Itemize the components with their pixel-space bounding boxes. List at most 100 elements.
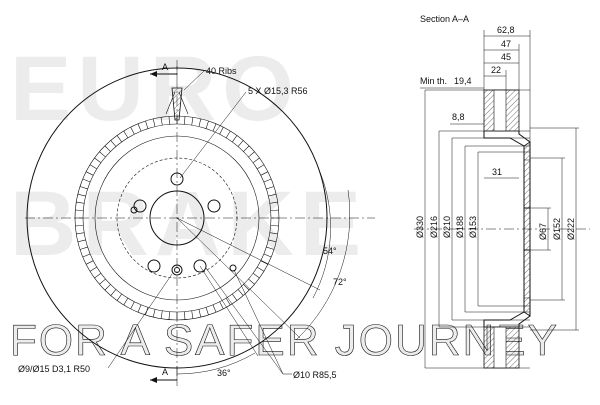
vent-channel-top — [493, 89, 507, 132]
rib-tick — [152, 309, 156, 318]
rib-tick — [168, 116, 170, 125]
diameter-label: Ø152 — [552, 218, 562, 240]
rib-tick — [198, 309, 202, 318]
rib-tick — [248, 278, 255, 285]
rib-tick — [99, 278, 106, 285]
angle-54-label: 54° — [323, 246, 337, 256]
rib-tick — [205, 307, 209, 316]
angle-54-arc — [312, 171, 331, 299]
rib-tick — [225, 130, 231, 139]
rib-tick — [270, 225, 279, 227]
rib-tick — [137, 304, 142, 313]
rib-tick — [184, 116, 186, 125]
rib-tick — [145, 120, 149, 129]
rib-tick — [198, 118, 202, 127]
rib-tick — [212, 304, 217, 313]
angle-54-ray — [176, 217, 321, 291]
rib-tick — [205, 120, 209, 129]
watermark-line-3: FOR A SAFER JOURNEY — [10, 316, 559, 365]
rib-tick — [89, 164, 98, 170]
rib-tick — [99, 151, 106, 158]
rib-tick — [104, 284, 111, 291]
rib-tick — [85, 171, 94, 176]
small-hole — [130, 206, 138, 214]
rib-tick — [243, 145, 250, 152]
rib-tick — [248, 151, 255, 158]
rib-tick — [191, 117, 194, 126]
rib-tick — [270, 209, 279, 211]
rib-tick — [219, 301, 224, 310]
small-hole-leader-1 — [233, 269, 284, 375]
angle-72-arc — [295, 189, 351, 341]
small-hole-label: Ø10 R85,5 — [293, 370, 337, 380]
rib-tick — [77, 193, 86, 197]
section-marker-top-label: A — [162, 62, 168, 72]
bolt-hole — [170, 172, 184, 186]
ribs-leader — [183, 70, 205, 91]
rib-tick — [268, 193, 277, 197]
small-hole — [229, 264, 237, 272]
rib-tick — [123, 130, 129, 139]
small-hole-leader-2 — [205, 267, 284, 375]
rib-tick — [85, 260, 94, 265]
dim-8-8-label: 8,8 — [452, 112, 465, 122]
angle-36-label: 36° — [217, 368, 231, 378]
rib-tick — [237, 289, 244, 296]
hat-step — [94, 135, 260, 301]
diameter-label: Ø216 — [429, 216, 439, 238]
rib-tick — [116, 135, 122, 143]
rib-tick — [266, 186, 275, 190]
min-thickness-value: 19,4 — [454, 76, 472, 86]
bolt-hole — [133, 199, 147, 213]
rib-tick — [82, 178, 91, 183]
rib-tick — [263, 178, 272, 183]
vent-channel-bottom — [493, 326, 507, 369]
angle-72-label: 72° — [333, 277, 347, 287]
dim-31-label: 31 — [492, 167, 502, 177]
dim-45-label: 45 — [501, 52, 511, 62]
rib-tick — [116, 293, 122, 301]
rib-tick — [130, 126, 135, 135]
diameter-label: Ø210 — [442, 216, 452, 238]
diameter-label: Ø188 — [455, 216, 465, 238]
min-thickness-label: Min th. — [420, 76, 447, 86]
watermark-line-2: BRAKE — [10, 173, 367, 275]
section-arrow-icon — [150, 71, 157, 77]
rib-tick — [137, 123, 142, 132]
section-view: Section A–A 62,8 47 45 22 — [414, 14, 590, 369]
rib-tick — [160, 310, 163, 319]
rib-tick — [123, 297, 129, 306]
rib-tick — [266, 246, 275, 250]
pilot-hole-outer — [171, 264, 183, 276]
section-arrow-icon — [150, 377, 157, 383]
watermark-line-1: EURO — [10, 38, 300, 140]
pilot-hole-inner — [174, 267, 180, 273]
dim-62-8-label: 62,8 — [497, 25, 515, 35]
pilot-hole-label: Ø9/Ø15 D3,1 R50 — [18, 364, 90, 374]
pilot-hole-leader — [107, 273, 173, 369]
rib-tick — [256, 266, 265, 272]
diameter-label: Ø222 — [566, 218, 576, 240]
rib-tick — [232, 293, 238, 301]
rib-tick — [77, 239, 86, 243]
rib-tick — [94, 273, 102, 279]
bolt-hole — [193, 259, 207, 273]
bolt-holes-label: 5 X Ø15,3 R56 — [248, 86, 308, 96]
bolt-circle — [116, 157, 238, 279]
rib-tick — [260, 171, 269, 176]
rib-tick — [89, 266, 98, 272]
front-view: A 40 Ribs 5 X Ø15,3 R56 54° 72° A 36° Ø9… — [18, 60, 375, 386]
rib-tick — [243, 284, 250, 291]
rib-tick — [104, 145, 111, 152]
ribs-label: 40 Ribs — [206, 66, 237, 76]
diameter-label: Ø330 — [415, 216, 425, 238]
bolt-hole — [147, 259, 161, 273]
rib-tick — [191, 310, 194, 319]
rib-tick — [212, 123, 217, 132]
dim-22-label: 22 — [491, 65, 501, 75]
rib-tick — [263, 253, 272, 258]
